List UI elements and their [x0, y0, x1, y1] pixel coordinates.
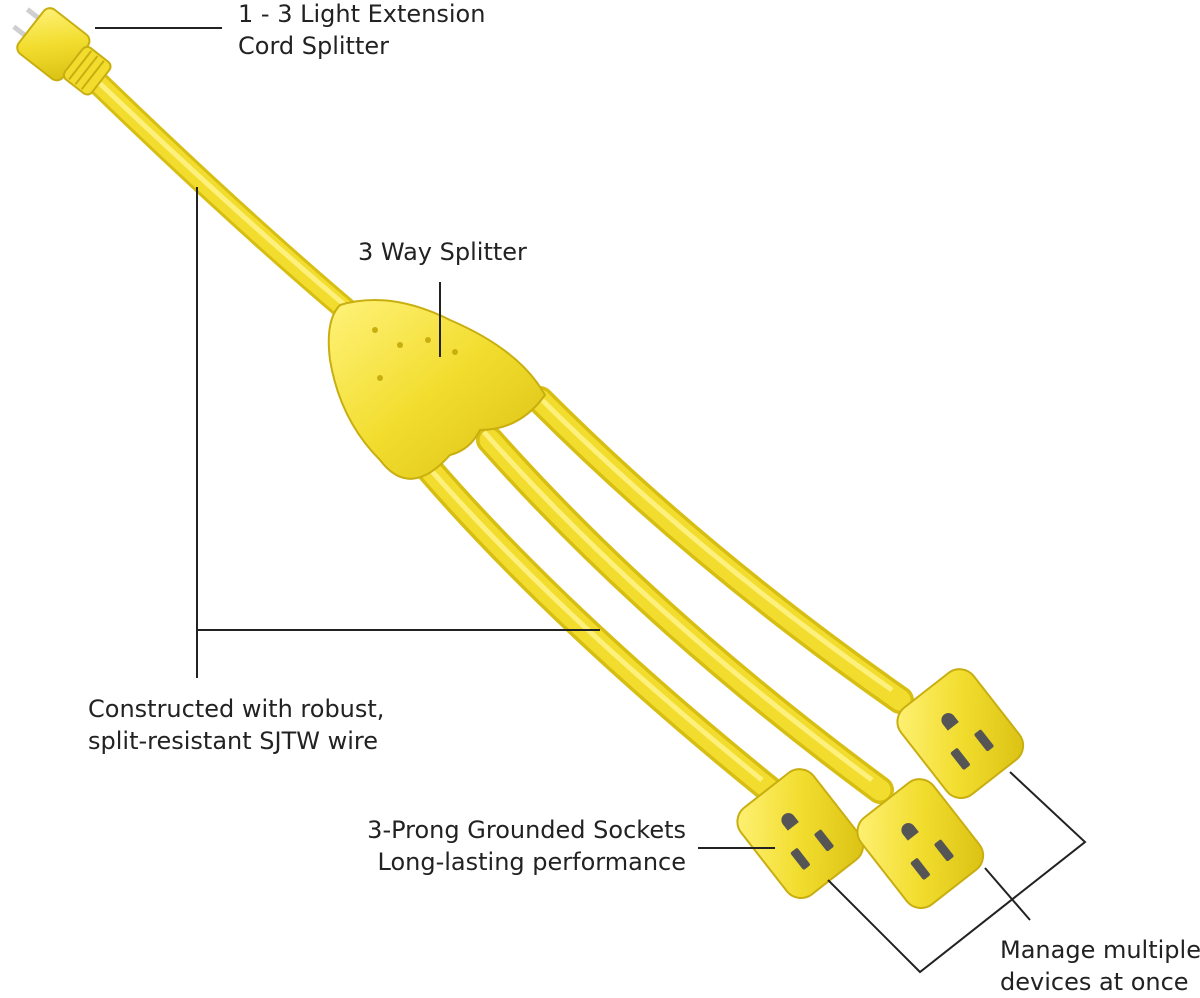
plug-callout: 1 - 3 Light Extension Cord Splitter: [238, 0, 485, 62]
main-cord: [83, 68, 382, 342]
wire-callout: Constructed with robust, split-resistant…: [88, 693, 384, 757]
devices-callout: Manage multiple devices at once: [1000, 934, 1200, 998]
wire-callout-line2: split-resistant SJTW wire: [88, 727, 379, 755]
female-socket-left: [736, 768, 865, 899]
female-socket-right: [896, 668, 1025, 799]
wire-callout-line1: Constructed with robust,: [88, 695, 385, 723]
sockets-callout-line1: 3-Prong Grounded Sockets: [367, 816, 686, 844]
devices-leader-line-left: [827, 771, 1087, 974]
splitter-callout: 3 Way Splitter: [358, 236, 527, 268]
splitter-callout-line1: 3 Way Splitter: [358, 238, 527, 266]
splitter-hub: [327, 299, 547, 480]
female-socket-middle: [856, 778, 985, 909]
devices-callout-line2: devices at once: [1000, 968, 1189, 996]
branch-cords: [416, 386, 914, 804]
male-plug: [12, 7, 112, 96]
plug-callout-line2: Cord Splitter: [238, 32, 390, 60]
sockets-callout: 3-Prong Grounded Sockets Long-lasting pe…: [330, 814, 686, 878]
sockets-callout-line2: Long-lasting performance: [377, 848, 686, 876]
devices-leader-line-right: [984, 867, 1031, 921]
plug-callout-line1: 1 - 3 Light Extension: [238, 0, 486, 28]
devices-callout-line1: Manage multiple: [1000, 936, 1200, 964]
leader-lines: [95, 27, 1087, 974]
